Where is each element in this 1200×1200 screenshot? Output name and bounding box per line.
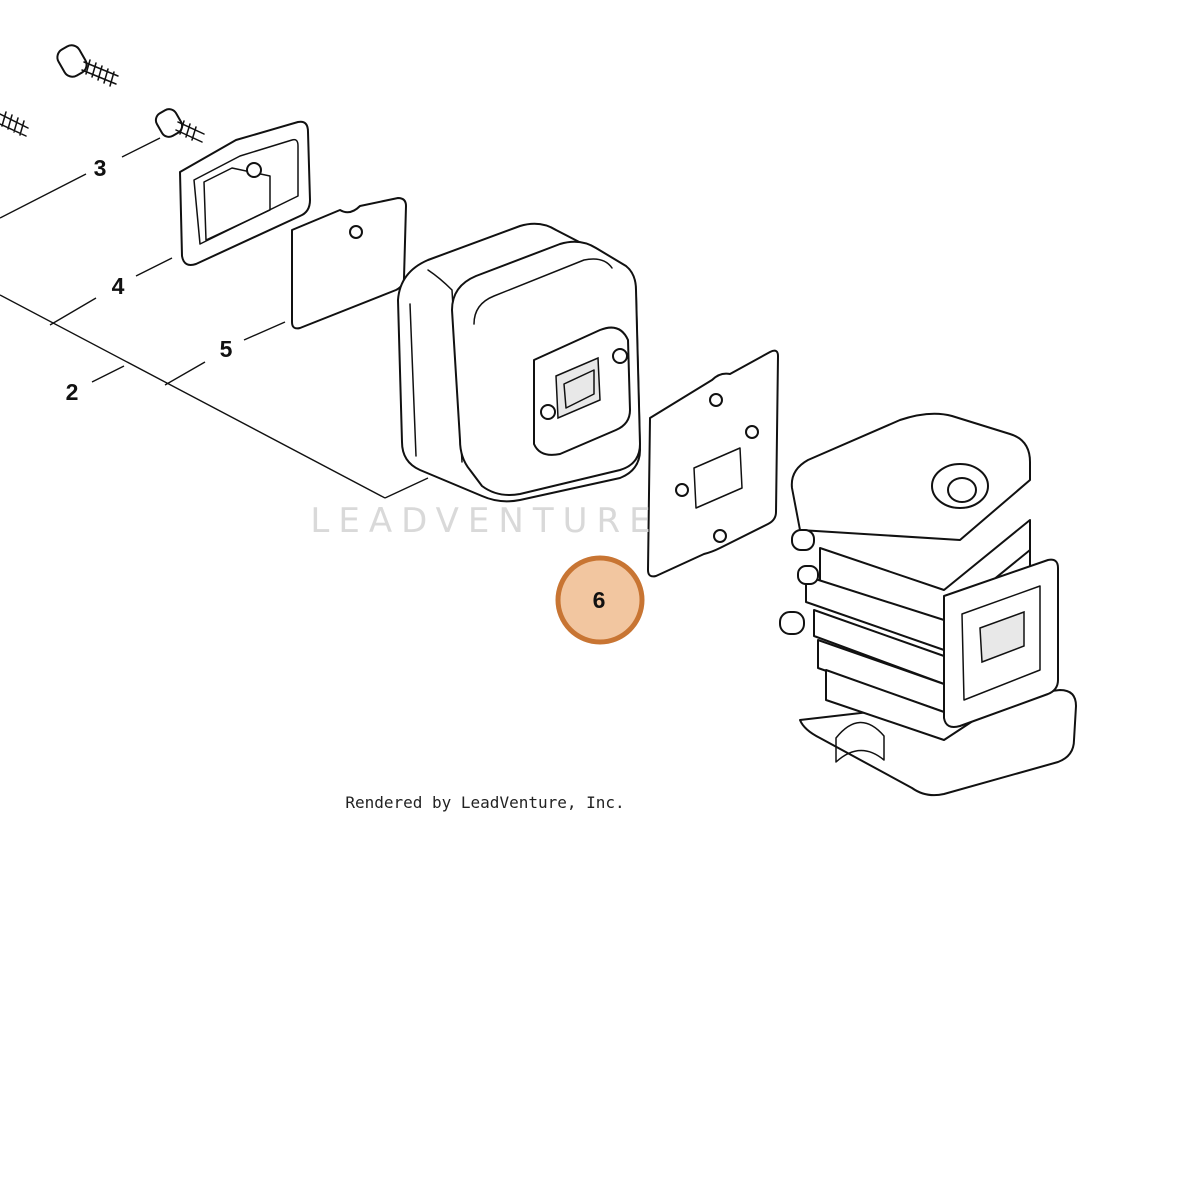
leader-5-left [164,361,206,386]
callout-4-label[interactable]: 4 [112,273,125,299]
leader-5-right [243,321,286,341]
leader-3-right [121,137,161,158]
leader-2-end [384,477,429,499]
muffler-body-part [397,222,641,503]
callout-3-label[interactable]: 3 [94,155,107,181]
leader-4-right [135,257,173,277]
cylinder-part [779,412,1077,797]
screw-middle [154,108,205,143]
watermark-text: LEADVENTURE [310,501,659,541]
callout-5-label[interactable]: 5 [220,336,233,362]
muffler-cover-part [179,120,311,266]
small-gasket-part [291,197,407,330]
leader-2-main [0,294,386,499]
exhaust-gasket-part [647,349,779,578]
screw-left [0,111,29,137]
leader-4-left [49,297,97,326]
leader-3-left [0,173,87,219]
leader-2-short [91,365,125,383]
callout-2-label[interactable]: 2 [66,379,79,405]
render-credit: Rendered by LeadVenture, Inc. [345,793,624,812]
callout-6-label[interactable]: 6 [593,587,606,613]
screw-top [56,44,119,87]
callout-6-highlight[interactable] [555,555,645,645]
leader-lines [0,137,633,591]
